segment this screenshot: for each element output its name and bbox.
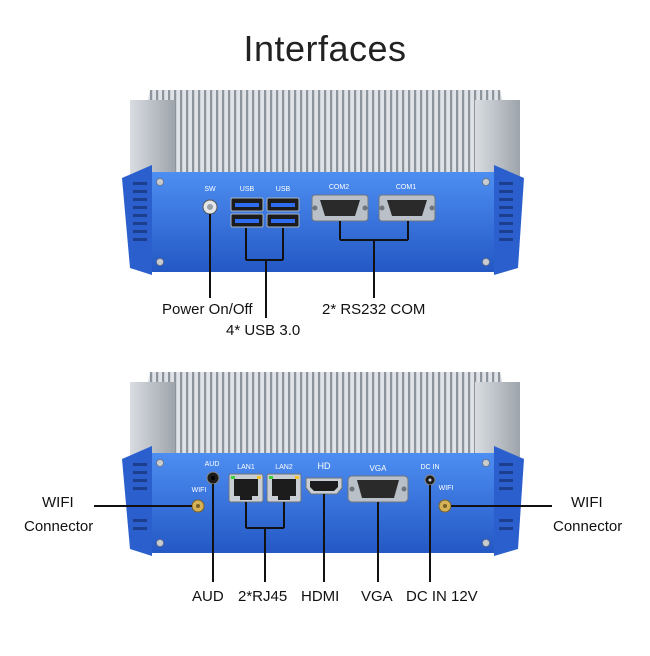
hdmi-port-icon xyxy=(305,477,343,495)
hdmi-callout-label: HDMI xyxy=(301,588,340,605)
usb-callout-label: 4* USB 3.0 xyxy=(226,322,301,339)
lan2-port-label: LAN2 xyxy=(275,464,293,471)
wifi-right-callout-line2: Connector xyxy=(553,518,623,535)
audio-jack-icon xyxy=(206,471,220,485)
page-title: Interfaces xyxy=(243,28,407,69)
wifi-right-antenna-icon xyxy=(438,499,452,513)
aud-port-label: AUD xyxy=(205,461,220,468)
wifi-left-callout-line2: Connector xyxy=(24,518,94,535)
lan1-port-label: LAN1 xyxy=(237,464,255,471)
vga-callout-label: VGA xyxy=(361,588,393,605)
front-callout-lines xyxy=(209,214,409,318)
hd-port-label: HD xyxy=(318,461,331,471)
wifi-left-antenna-icon xyxy=(191,499,205,513)
power-callout-label: Power On/Off xyxy=(162,301,253,318)
wifi-left-callout-line1: WIFI xyxy=(42,494,74,511)
wifi-right-callout-line1: WIFI xyxy=(571,494,603,511)
com1-port-label: COM1 xyxy=(396,184,416,191)
aud-callout-label: AUD xyxy=(192,588,224,605)
rear-callout-lines xyxy=(94,484,552,582)
vga-port-label: VGA xyxy=(370,464,388,473)
dc-callout-label: DC IN 12V xyxy=(406,588,478,605)
vga-port-icon xyxy=(347,475,409,503)
rj45-callout-label: 2*RJ45 xyxy=(238,588,288,605)
front-heatsink xyxy=(130,90,520,180)
rear-heatsink xyxy=(130,372,520,462)
com-ports-icon xyxy=(311,194,436,222)
wifi-right-port-label: WIFI xyxy=(439,485,454,492)
power-button-icon xyxy=(202,199,218,215)
sw-port-label: SW xyxy=(204,186,216,193)
usb-ports-icon xyxy=(230,197,300,228)
usb2-port-label: USB xyxy=(276,186,291,193)
usb1-port-label: USB xyxy=(240,186,255,193)
rj45-ports-icon xyxy=(228,473,302,503)
dc-in-jack-icon xyxy=(424,474,436,486)
com-callout-label: 2* RS232 COM xyxy=(322,301,426,318)
dcin-port-label: DC IN xyxy=(420,464,439,471)
com2-port-label: COM2 xyxy=(329,184,349,191)
wifi-left-port-label: WIFI xyxy=(192,487,207,494)
